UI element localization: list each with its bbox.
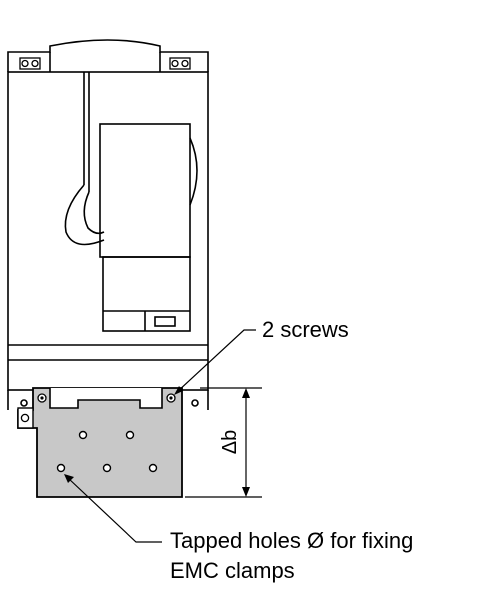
drive-bottom-left-hole [20,399,28,407]
drive-top-hood [7,39,209,72]
drive-unit [7,39,209,391]
dimension-db [185,387,262,498]
tapped-hole [148,463,158,473]
top-right-hole-a [171,59,179,68]
holes-label-line1: Tapped holes Ø for fixing [170,528,413,553]
top-mounting-holes [19,57,191,70]
emc-plate-tab-hole [20,413,30,423]
right-cable-arc [189,137,198,206]
top-left-hole-frame [19,57,41,70]
screw-right-core [169,396,173,400]
top-right-hole-frame [169,57,191,70]
dimension-label: Δb [219,430,241,454]
drive-bottom-right-hole [191,399,199,407]
tapped-hole [56,463,66,473]
keypad-panel [102,256,191,332]
tapped-hole [78,430,88,440]
drive-bottom-section [7,390,209,410]
display-panel [99,123,191,258]
holes-leader-line [67,477,162,543]
emc-plate [17,387,183,498]
drive-body-outline [7,71,209,391]
tapped-hole [125,430,135,440]
top-left-hole-a [21,59,29,68]
keypad-button [154,316,176,327]
dimension-arrow-bottom [242,487,250,497]
holes-label-line2: EMC clamps [170,558,295,583]
tapped-holes [56,430,158,473]
dimension-arrow-top [242,388,250,398]
holes-leader-arrowhead [64,474,74,483]
front-cable [64,184,105,246]
screws-label: 2 screws [262,317,349,342]
emc-plate-bracket [49,388,163,409]
screws-leader-arrowhead [174,386,183,395]
top-right-hole-b [181,59,189,68]
holes-callout-leader [67,477,162,543]
top-left-hole-b [31,59,39,68]
screw-left-core [40,396,44,400]
front-cable-inner [83,191,105,235]
tapped-hole [102,463,112,473]
screws-leader-line [176,329,256,393]
screws-callout-leader [176,329,256,393]
